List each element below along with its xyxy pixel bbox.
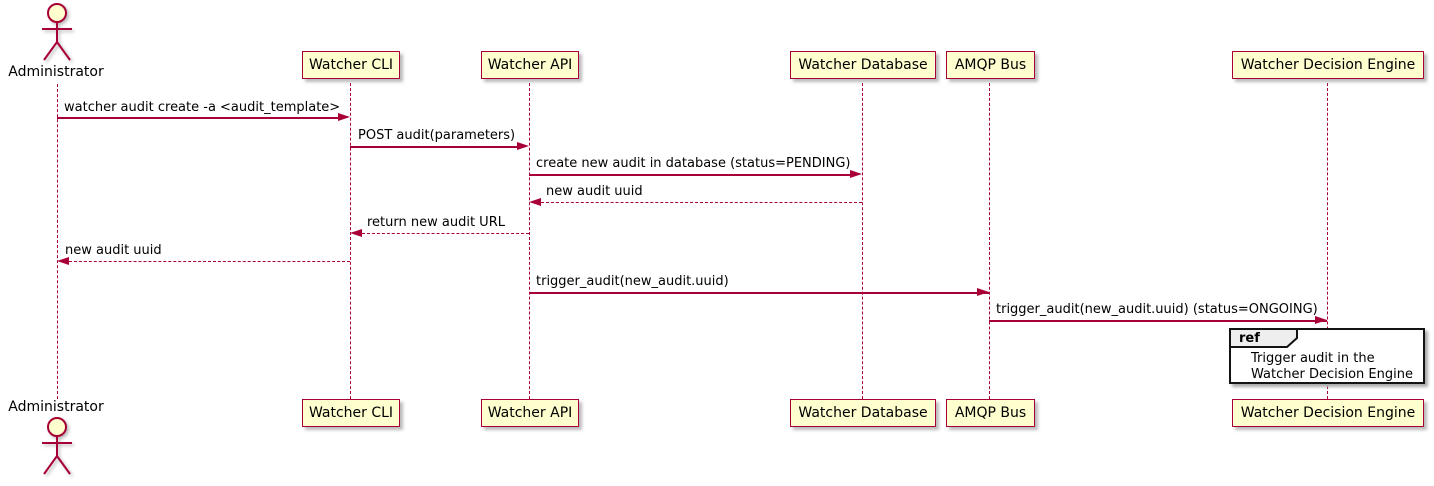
message-5-line [362, 233, 529, 234]
message-8-label: trigger_audit(new_audit.uuid) (status=ON… [996, 302, 1318, 317]
message-4-arrowhead-icon [529, 198, 541, 206]
message-8-line [989, 320, 1327, 322]
message-3-arrowhead-icon [850, 170, 862, 178]
message-2-label: POST audit(parameters) [358, 128, 516, 143]
message-2-line [350, 146, 519, 148]
message-2-arrowhead-icon [517, 142, 529, 150]
participant-watcher-decision-engine-top: Watcher Decision Engine [1232, 51, 1424, 79]
actor-label-top: Administrator [8, 64, 104, 80]
message-1-line [57, 117, 340, 119]
administrator-actor-icon [42, 3, 72, 61]
message-5-label: return new audit URL [367, 215, 505, 230]
participant-watcher-database-top: Watcher Database [790, 51, 936, 79]
message-3-label: create new audit in database (status=PEN… [536, 156, 851, 171]
participant-watcher-database-bottom: Watcher Database [790, 399, 936, 427]
message-1-label: watcher audit create -a <audit_template> [64, 100, 341, 115]
actor-label-bottom: Administrator [8, 399, 104, 415]
participant-amqp-bus-bottom: AMQP Bus [946, 399, 1035, 427]
message-6-label: new audit uuid [65, 243, 162, 258]
ref-tab-shape [1229, 328, 1298, 348]
lifeline-administrator [57, 84, 58, 399]
message-4-line [541, 202, 862, 203]
message-3-line [529, 174, 852, 176]
participant-watcher-decision-engine-bottom: Watcher Decision Engine [1232, 399, 1424, 427]
administrator-actor-icon-bottom [42, 417, 72, 475]
ref-text-line-1: Trigger audit in the [1251, 351, 1375, 366]
lifeline-watcher-cli [350, 83, 351, 399]
message-6-arrowhead-icon [57, 257, 69, 265]
participant-watcher-api-top: Watcher API [481, 51, 579, 79]
ref-keyword: ref [1239, 331, 1260, 346]
message-7-line [529, 292, 989, 294]
lifeline-watcher-api [529, 83, 530, 399]
message-5-arrowhead-icon [350, 229, 362, 237]
participant-watcher-api-bottom: Watcher API [481, 399, 579, 427]
lifeline-watcher-database [862, 83, 863, 399]
ref-fragment: ref Trigger audit in the Watcher Decisio… [1229, 328, 1425, 384]
participant-amqp-bus-top: AMQP Bus [946, 51, 1035, 79]
message-6-line [69, 261, 350, 262]
message-4-label: new audit uuid [546, 184, 643, 199]
message-8-arrowhead-icon [1315, 316, 1327, 324]
participant-watcher-cli-top: Watcher CLI [302, 51, 400, 79]
participant-watcher-cli-bottom: Watcher CLI [302, 399, 400, 427]
lifeline-watcher-decision-engine [1327, 83, 1328, 399]
message-7-arrowhead-icon [977, 288, 989, 296]
lifeline-amqp-bus [989, 83, 990, 399]
message-1-arrowhead-icon [338, 113, 350, 121]
message-7-label: trigger_audit(new_audit.uuid) [536, 274, 729, 289]
ref-text-line-2: Watcher Decision Engine [1251, 367, 1413, 382]
